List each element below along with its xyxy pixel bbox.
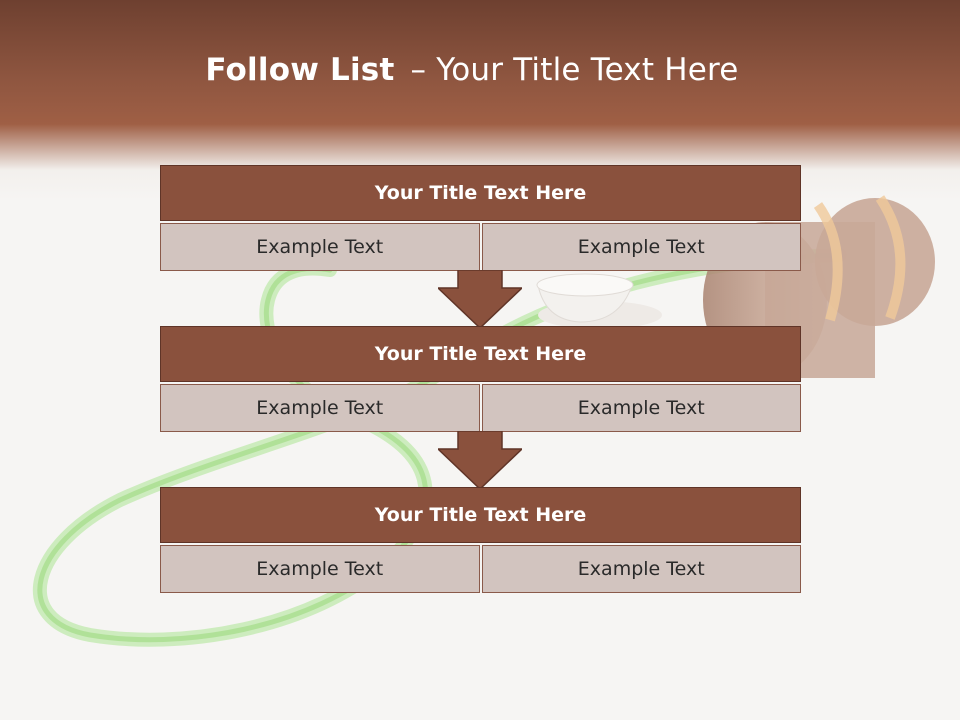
step-title: Your Title Text Here (160, 165, 801, 221)
step-cell-left: Example Text (160, 545, 480, 593)
step-row: Example Text Example Text (160, 545, 801, 593)
step-title: Your Title Text Here (160, 326, 801, 382)
step-block-3: Your Title Text Here Example Text Exampl… (160, 487, 801, 593)
step-cell-right: Example Text (481, 545, 801, 593)
title-bold: Follow List (205, 52, 395, 88)
slide-title: Follow List–Your Title Text Here (0, 52, 944, 88)
step-row: Example Text Example Text (160, 223, 801, 271)
step-row: Example Text Example Text (160, 384, 801, 432)
step-cell-left: Example Text (160, 223, 480, 271)
step-cell-right: Example Text (481, 223, 801, 271)
step-cell-right: Example Text (481, 384, 801, 432)
down-arrow-icon (438, 431, 522, 489)
step-cell-left: Example Text (160, 384, 480, 432)
step-title: Your Title Text Here (160, 487, 801, 543)
title-rest: Your Title Text Here (436, 52, 739, 88)
down-arrow-icon (438, 270, 522, 328)
step-block-1: Your Title Text Here Example Text Exampl… (160, 165, 801, 271)
title-separator: – (410, 52, 427, 88)
step-block-2: Your Title Text Here Example Text Exampl… (160, 326, 801, 432)
